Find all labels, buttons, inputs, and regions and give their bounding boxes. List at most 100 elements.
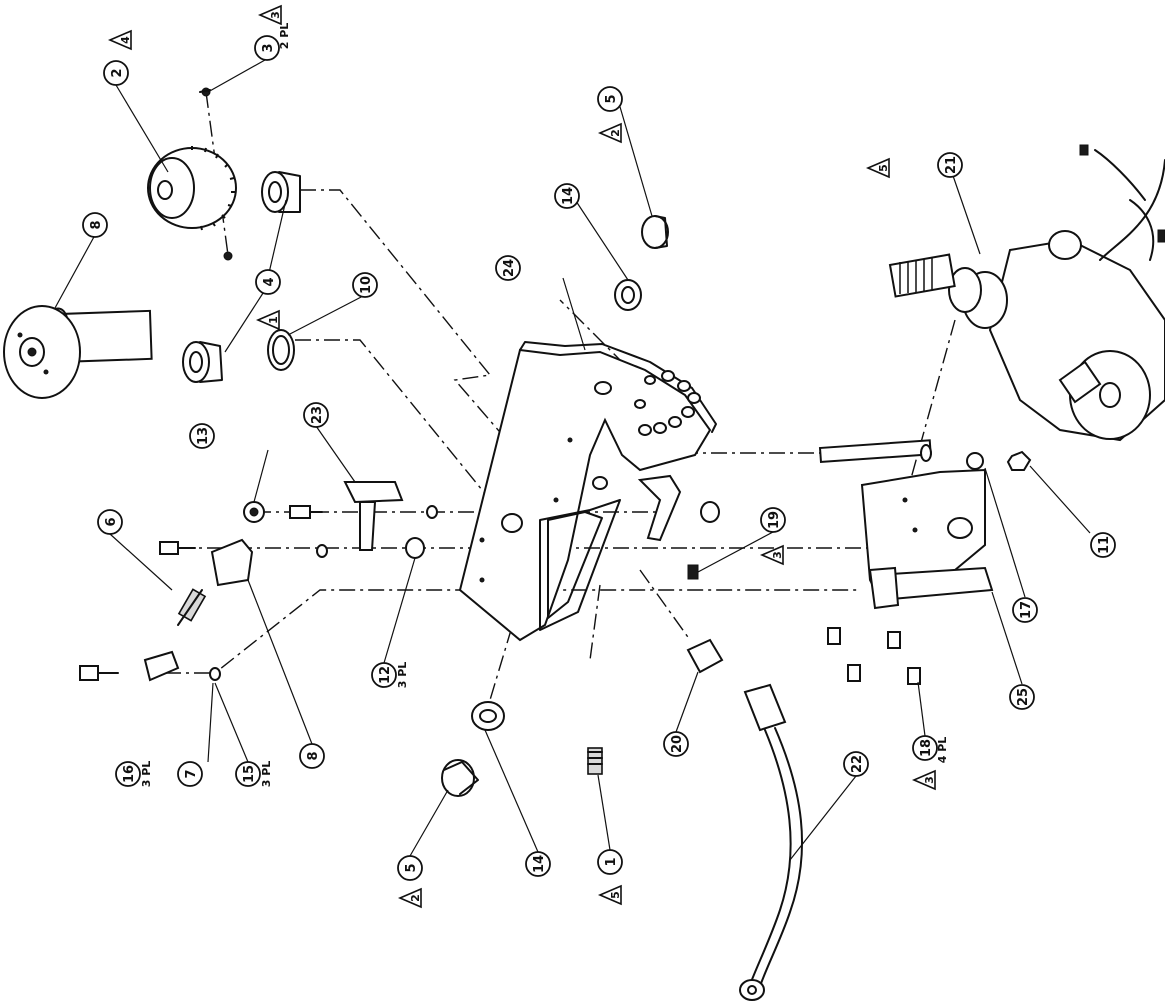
part-5-14-bearings-upper: [614, 215, 669, 311]
callout-15: 15: [235, 761, 261, 787]
flag-3-bracket-label: 3: [771, 551, 784, 559]
flag-1-bushing-label: 1: [267, 316, 280, 324]
callout-14-lower-label: 14: [532, 855, 547, 873]
quantity-notes: 2 PL 3 PL 3 PL 3 PL 4 PL: [140, 23, 949, 788]
flag-3-setscrew: 3: [257, 4, 282, 26]
part-25-motor-bracket: [860, 468, 994, 610]
callout-25-label: 25: [1016, 688, 1031, 706]
callout-11: 11: [1090, 532, 1116, 558]
flag-3-setscrew-label: 3: [269, 11, 282, 19]
callout-20-label: 20: [670, 735, 685, 753]
callout-2: 2: [103, 60, 129, 86]
callout-8-label: 8: [306, 751, 321, 760]
flag-4-gear: 4: [107, 29, 132, 51]
qty-note-18: 4 PL: [936, 737, 949, 764]
part-11-nut: [1006, 450, 1032, 471]
callout-9: 8: [82, 212, 108, 238]
flag-3-screws-label: 3: [923, 776, 936, 784]
flag-2-upper-label: 2: [609, 129, 622, 137]
qty-note-12: 3 PL: [396, 662, 409, 689]
callout-6: 6: [97, 509, 123, 535]
callout-1-label: 1: [604, 857, 619, 866]
part-9-shaft-flange: [3, 305, 153, 399]
flag-5-fitting: 5: [597, 884, 622, 906]
qty-note-3: 2 PL: [278, 23, 291, 50]
callout-12-label: 12: [378, 666, 393, 684]
qty-note-17: 3 PL: [140, 761, 153, 788]
flag-5-fitting-label: 5: [609, 891, 622, 899]
callout-24-label: 24: [502, 259, 517, 277]
part-20-cable-boot: [686, 638, 724, 674]
callout-20: 20: [663, 731, 689, 757]
callout-24: 24: [495, 255, 521, 281]
part-16-pin: [818, 439, 984, 470]
callout-15-label: 15: [242, 765, 257, 783]
callout-5-lower: 5: [397, 855, 423, 881]
flag-notes: 4 3 1 2 5 3 3 2 5: [107, 4, 936, 909]
callout-5-upper: 5: [597, 86, 623, 112]
callout-7-label: 7: [184, 769, 199, 778]
part-18-screws: [827, 627, 921, 685]
part-12-nuts: [405, 501, 720, 559]
callout-13: 13: [189, 423, 215, 449]
part-23-clamp-block: [289, 481, 438, 551]
callout-25: 25: [1009, 684, 1035, 710]
callout-11-label: 11: [1097, 536, 1112, 554]
flag-2-lower-label: 2: [409, 894, 422, 902]
callout-21-label: 21: [944, 156, 959, 174]
callout-4-label: 4: [262, 277, 277, 286]
callout-2-label: 2: [110, 68, 125, 77]
callout-16-label: 17: [1019, 601, 1034, 619]
callout-10-label: 10: [359, 276, 374, 294]
part-19-tab-bracket: [637, 474, 699, 580]
part-6-spring: [177, 588, 207, 626]
callout-5-upper-label: 5: [604, 94, 619, 103]
part-4-bushings: [182, 171, 301, 383]
callout-4: 4: [255, 269, 281, 295]
part-2-gear-pulley: [147, 87, 237, 261]
callout-19-label: 19: [767, 511, 782, 529]
flag-4-motor: 5: [865, 157, 890, 179]
part-21-motor: [948, 144, 1165, 442]
callout-17: 16: [115, 761, 141, 787]
callout-12: 12: [371, 662, 397, 688]
leader-lines: [54, 59, 1091, 861]
callout-18: 18: [912, 735, 938, 761]
callout-9-label: 8: [89, 220, 104, 229]
callout-23-label: 23: [310, 406, 325, 424]
part-8-pivot-block: [159, 501, 328, 587]
flag-1-bushing: 1: [255, 309, 280, 331]
callout-3: 3: [254, 35, 280, 61]
flag-4-gear-label: 4: [119, 36, 132, 44]
callout-13-label: 13: [196, 427, 211, 445]
callout-3-label: 3: [261, 43, 276, 52]
flag-2-lower: 2: [397, 887, 422, 909]
flag-4-motor-label: 5: [877, 164, 890, 172]
callout-14-lower: 14: [525, 851, 551, 877]
callout-16: 17: [1012, 597, 1038, 623]
callout-18-label: 18: [919, 739, 934, 757]
adjustment-holes: [634, 370, 701, 436]
callout-22: 22: [843, 751, 869, 777]
callout-5-lower-label: 5: [404, 863, 419, 872]
callout-1: 1: [597, 849, 623, 875]
qty-note-15: 3 PL: [260, 761, 273, 788]
flag-3-bracket: 3: [759, 544, 784, 566]
callout-22-label: 22: [850, 755, 865, 773]
part-1-fitting: [587, 747, 603, 775]
callout-14-upper: 14: [554, 183, 580, 209]
flag-3-screws: 3: [911, 769, 936, 791]
callout-bubbles: 2 3 8 4 10 13 23 24 14 5 6 12 19 21 11 1…: [82, 35, 1116, 881]
callout-23: 23: [303, 402, 329, 428]
part-24-mounting-plate: [458, 341, 717, 642]
callout-21: 21: [937, 152, 963, 178]
flag-2-upper: 2: [597, 122, 622, 144]
callout-14-upper-label: 14: [561, 187, 576, 205]
callout-19: 19: [760, 507, 786, 533]
callout-7: 7: [177, 761, 203, 787]
part-7-block: [79, 650, 221, 682]
callout-8: 8: [299, 743, 325, 769]
part-5-14-bearings-lower: [441, 701, 505, 797]
